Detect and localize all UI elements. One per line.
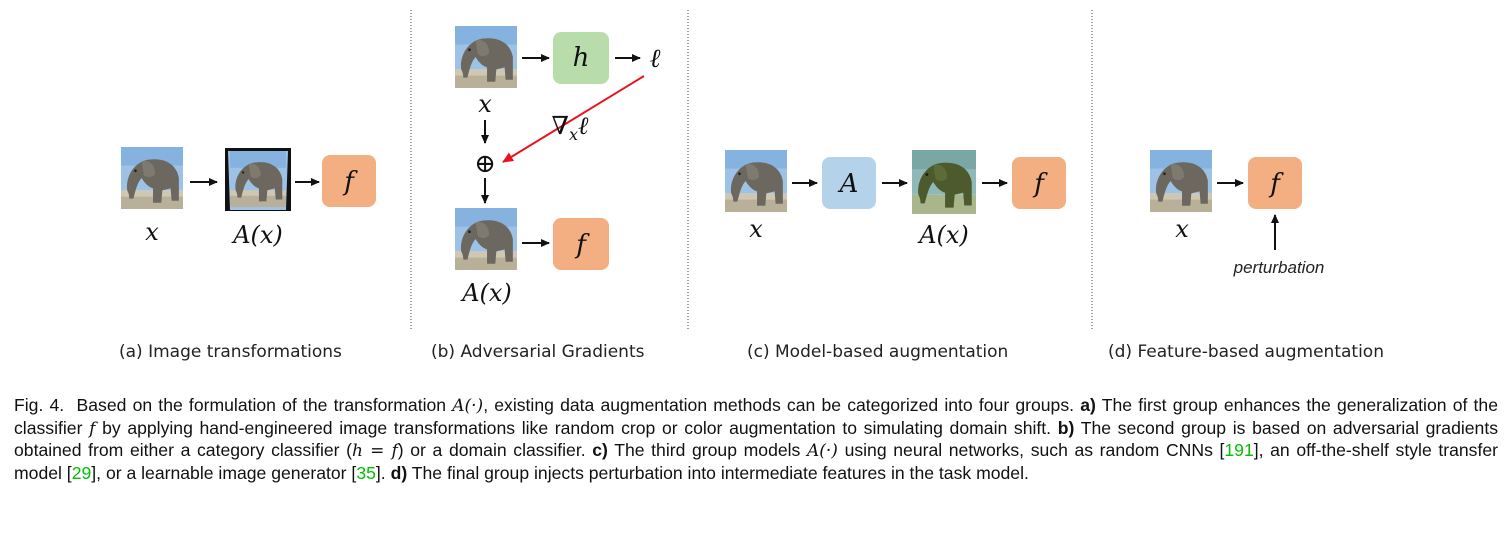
- caption-math: f: [89, 418, 96, 439]
- caption-math: A(·): [806, 441, 838, 461]
- subtitle-b: (b) Adversarial Gradients: [431, 342, 645, 362]
- caption-text: The final group injects perturbation int…: [411, 462, 1029, 483]
- caption-text: , existing data augmentation methods can…: [483, 395, 1075, 415]
- subtitle-c: (c) Model-based augmentation: [747, 342, 1009, 362]
- caption-tag: c): [592, 440, 608, 460]
- caption-text: using neural networks, such as random CN…: [844, 440, 1225, 460]
- input-label: x: [749, 215, 763, 243]
- classifier-box: [1248, 157, 1302, 209]
- caption-text: ], or a learnable image generator [: [91, 462, 357, 483]
- citation-link[interactable]: 35: [356, 462, 376, 483]
- perturbation-label: perturbation: [1233, 258, 1325, 277]
- augmented-label: A(x): [231, 221, 283, 249]
- caption-text: The third group models: [614, 440, 801, 460]
- citation-link[interactable]: 191: [1224, 440, 1254, 460]
- input-label: x: [478, 90, 492, 118]
- classifier-box: [322, 155, 376, 207]
- subtitle-d: (d) Feature-based augmentation: [1108, 342, 1384, 362]
- augmented-label: A(x): [917, 221, 969, 249]
- model-A-box: [822, 157, 876, 209]
- caption-text: ) or a domain classifier.: [397, 440, 586, 460]
- panel-b: h ℓ x ⊕ ∇xℓ f A(x): [455, 26, 661, 307]
- caption-math: h = f: [352, 441, 398, 461]
- model-h-label: h: [573, 43, 590, 73]
- caption-text: The first group enhances the generalizat…: [14, 395, 1498, 438]
- panel-d: f x perturbation: [1150, 150, 1324, 277]
- caption-tag: d): [390, 462, 408, 483]
- augmented-label: A(x): [460, 279, 512, 307]
- input-label: x: [1175, 215, 1189, 243]
- stylized-elephant-image: [912, 150, 976, 214]
- input-label: x: [145, 218, 159, 246]
- citation-link[interactable]: 29: [71, 462, 92, 483]
- loss-label: ℓ: [650, 44, 661, 74]
- elephant-image: [121, 147, 183, 209]
- panel-a: f x A(x): [121, 147, 376, 249]
- model-A-label: A: [838, 169, 859, 199]
- cropped-elephant-image: [225, 148, 291, 211]
- elephant-image: [1150, 150, 1212, 212]
- figure-caption: Fig. 4. Based on the formulation of the …: [14, 395, 1498, 484]
- plus-icon: ⊕: [474, 149, 496, 179]
- caption-text: The second group is based on adversarial…: [14, 417, 1499, 461]
- gradient-arrow: [502, 75, 645, 163]
- panel-c: A f x A(x): [725, 150, 1066, 249]
- subtitle-a: (a) Image transformations: [119, 342, 342, 362]
- elephant-image: [725, 150, 787, 212]
- classifier-box: [1012, 157, 1066, 209]
- gradient-label: ∇xℓ: [552, 111, 590, 144]
- elephant-image: [455, 26, 517, 88]
- caption-text: by applying hand-engineered image transf…: [102, 417, 1052, 438]
- caption-text: ], an off-the-shelf style transfer model…: [14, 440, 1498, 483]
- caption-text: ].: [375, 462, 386, 483]
- caption-text: Based on the formulation of the transfor…: [76, 395, 447, 415]
- elephant-image: [455, 208, 517, 270]
- caption-math: A(·): [452, 396, 484, 416]
- figure-label: Fig. 4.: [14, 395, 65, 415]
- caption-tag: b): [1057, 417, 1075, 438]
- model-h-box: [553, 32, 609, 84]
- augmentation-diagram: f x A(x) h ℓ x ⊕ ∇xℓ f A(x) A f x A: [121, 10, 1324, 330]
- caption-tag: a): [1080, 395, 1096, 415]
- classifier-box: [553, 218, 609, 270]
